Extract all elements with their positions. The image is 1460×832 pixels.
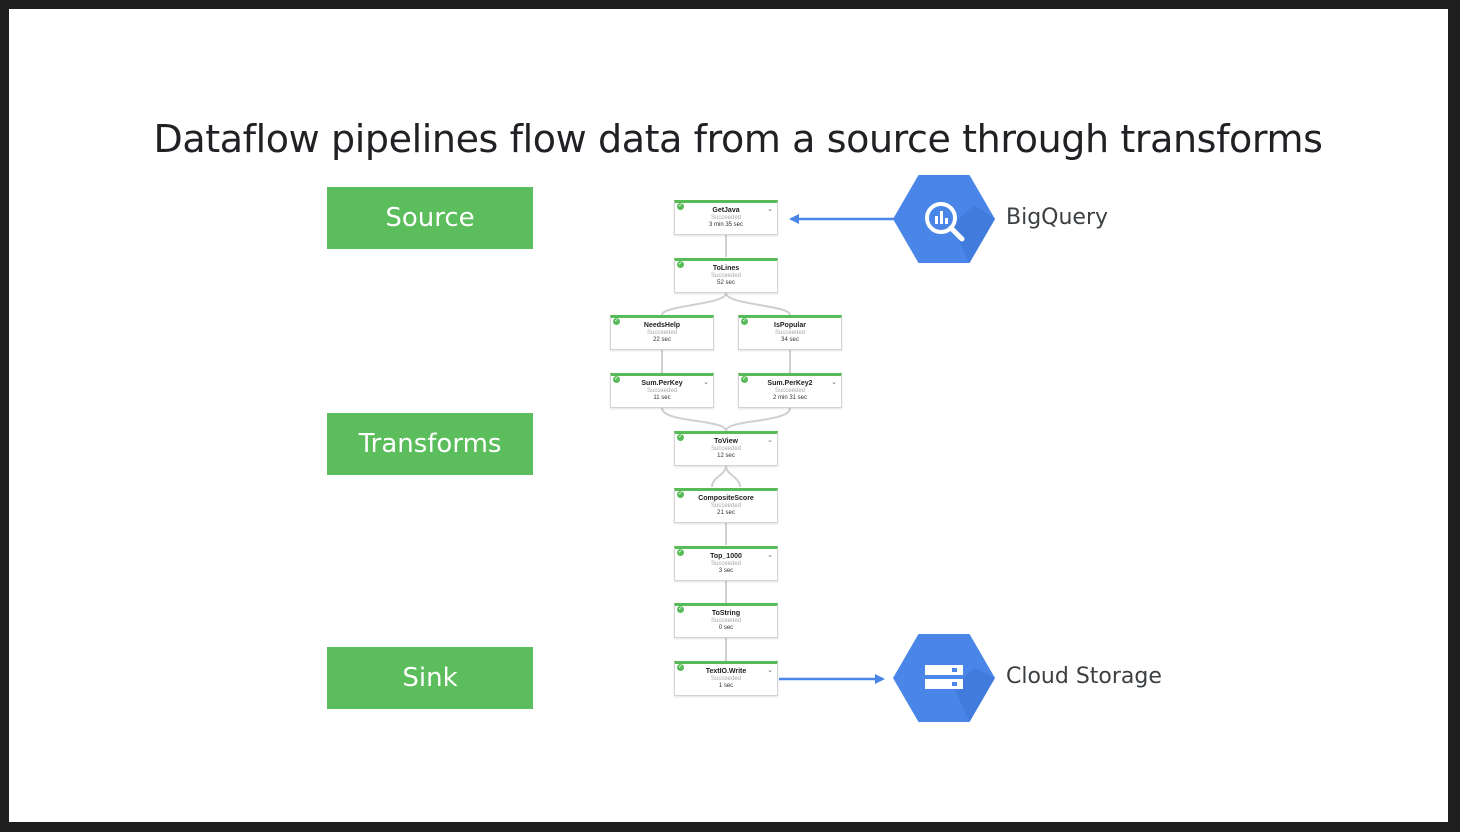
pipeline-step-sumperkey[interactable]: ✓ ⌄ Sum.PerKey Succeeded 11 sec — [610, 373, 714, 408]
step-time: 1 sec — [718, 683, 734, 689]
sink-stage-box: Sink — [327, 647, 533, 709]
edge-toview-compositescore-b — [725, 465, 741, 488]
step-status: Succeeded — [710, 503, 742, 509]
step-status: Succeeded — [710, 676, 742, 682]
step-time: 52 sec — [717, 280, 735, 286]
pipeline-step-compositescore[interactable]: ✓ CompositeScore Succeeded 21 sec — [674, 488, 778, 523]
edge-toview-compositescore-a — [711, 465, 727, 488]
step-name: TextIO.Write — [705, 668, 747, 675]
success-check-icon: ✓ — [677, 261, 684, 268]
success-check-icon: ✓ — [677, 491, 684, 498]
step-time: 12 sec — [717, 453, 735, 459]
step-status: Succeeded — [774, 388, 806, 394]
chevron-down-icon[interactable]: ⌄ — [767, 552, 773, 559]
pipeline-connectors — [661, 175, 995, 722]
step-name: IsPopular — [774, 322, 806, 329]
pipeline-step-tostring[interactable]: ✓ ToString Succeeded 0 sec — [674, 603, 778, 638]
step-status: Succeeded — [774, 330, 806, 336]
success-check-icon: ✓ — [677, 549, 684, 556]
edge-sumperkey2-toview — [725, 407, 791, 432]
pipeline-step-sumperkey2[interactable]: ✓ ⌄ Sum.PerKey2 Succeeded 2 min 31 sec — [738, 373, 842, 408]
step-status: Succeeded — [710, 446, 742, 452]
step-name: GetJava — [712, 207, 740, 214]
chevron-down-icon[interactable]: ⌄ — [767, 437, 773, 444]
success-check-icon: ✓ — [613, 376, 620, 383]
success-check-icon: ✓ — [677, 606, 684, 613]
step-status: Succeeded — [646, 388, 678, 394]
success-check-icon: ✓ — [741, 376, 748, 383]
chevron-down-icon[interactable]: ⌄ — [831, 379, 837, 386]
pipeline-step-ispopular[interactable]: ✓ IsPopular Succeeded 34 sec — [738, 315, 842, 350]
success-check-icon: ✓ — [677, 434, 684, 441]
step-name: Sum.PerKey2 — [767, 380, 813, 387]
edge-tolines-ispopular — [725, 292, 791, 316]
step-time: 3 min 35 sec — [708, 222, 744, 228]
step-status: Succeeded — [710, 273, 742, 279]
pipeline-step-top1000[interactable]: ✓ ⌄ Top_1000 Succeeded 3 sec — [674, 546, 778, 581]
pipeline-step-tolines[interactable]: ✓ ToLines Succeeded 52 sec — [674, 258, 778, 293]
step-time: 0 sec — [718, 625, 734, 631]
step-name: CompositeScore — [698, 495, 754, 502]
step-name: ToLines — [712, 265, 740, 272]
transforms-stage-box: Transforms — [327, 413, 533, 475]
chevron-down-icon[interactable]: ⌄ — [767, 206, 773, 213]
chevron-down-icon[interactable]: ⌄ — [703, 379, 709, 386]
bigquery-label: BigQuery — [1006, 205, 1109, 230]
pipeline-step-textiowrite[interactable]: ✓ ⌄ TextIO.Write Succeeded 1 sec — [674, 661, 778, 696]
success-check-icon: ✓ — [677, 203, 684, 210]
bigquery-icon — [893, 175, 995, 263]
pipeline-step-needshelp[interactable]: ✓ NeedsHelp Succeeded 22 sec — [610, 315, 714, 350]
step-status: Succeeded — [646, 330, 678, 336]
step-time: 21 sec — [717, 510, 735, 516]
edge-tolines-needshelp — [661, 292, 727, 316]
slide: Dataflow pipelines flow data from a sour… — [9, 9, 1448, 822]
success-check-icon: ✓ — [741, 318, 748, 325]
pipeline-step-getjava[interactable]: ✓ ⌄ GetJava Succeeded 3 min 35 sec — [674, 200, 778, 235]
step-status: Succeeded — [710, 618, 742, 624]
source-stage-box: Source — [327, 187, 533, 249]
step-name: Sum.PerKey — [641, 380, 683, 387]
step-time: 3 sec — [718, 568, 734, 574]
step-time: 11 sec — [653, 395, 671, 401]
step-name: Top_1000 — [710, 553, 742, 560]
step-time: 2 min 31 sec — [772, 395, 808, 401]
step-time: 34 sec — [781, 337, 799, 343]
step-status: Succeeded — [710, 561, 742, 567]
step-time: 22 sec — [653, 337, 671, 343]
cloud-storage-label: Cloud Storage — [1006, 664, 1162, 689]
chevron-down-icon[interactable]: ⌄ — [767, 667, 773, 674]
pipeline-step-toview[interactable]: ✓ ⌄ ToView Succeeded 12 sec — [674, 431, 778, 466]
step-name: ToView — [714, 438, 738, 445]
edge-sumperkey-toview — [661, 407, 727, 432]
success-check-icon: ✓ — [677, 664, 684, 671]
cloud-storage-icon — [893, 634, 995, 722]
step-name: NeedsHelp — [643, 322, 681, 329]
success-check-icon: ✓ — [613, 318, 620, 325]
slide-title: Dataflow pipelines flow data from a sour… — [153, 117, 1323, 161]
step-status: Succeeded — [710, 215, 742, 221]
step-name: ToString — [711, 610, 741, 617]
